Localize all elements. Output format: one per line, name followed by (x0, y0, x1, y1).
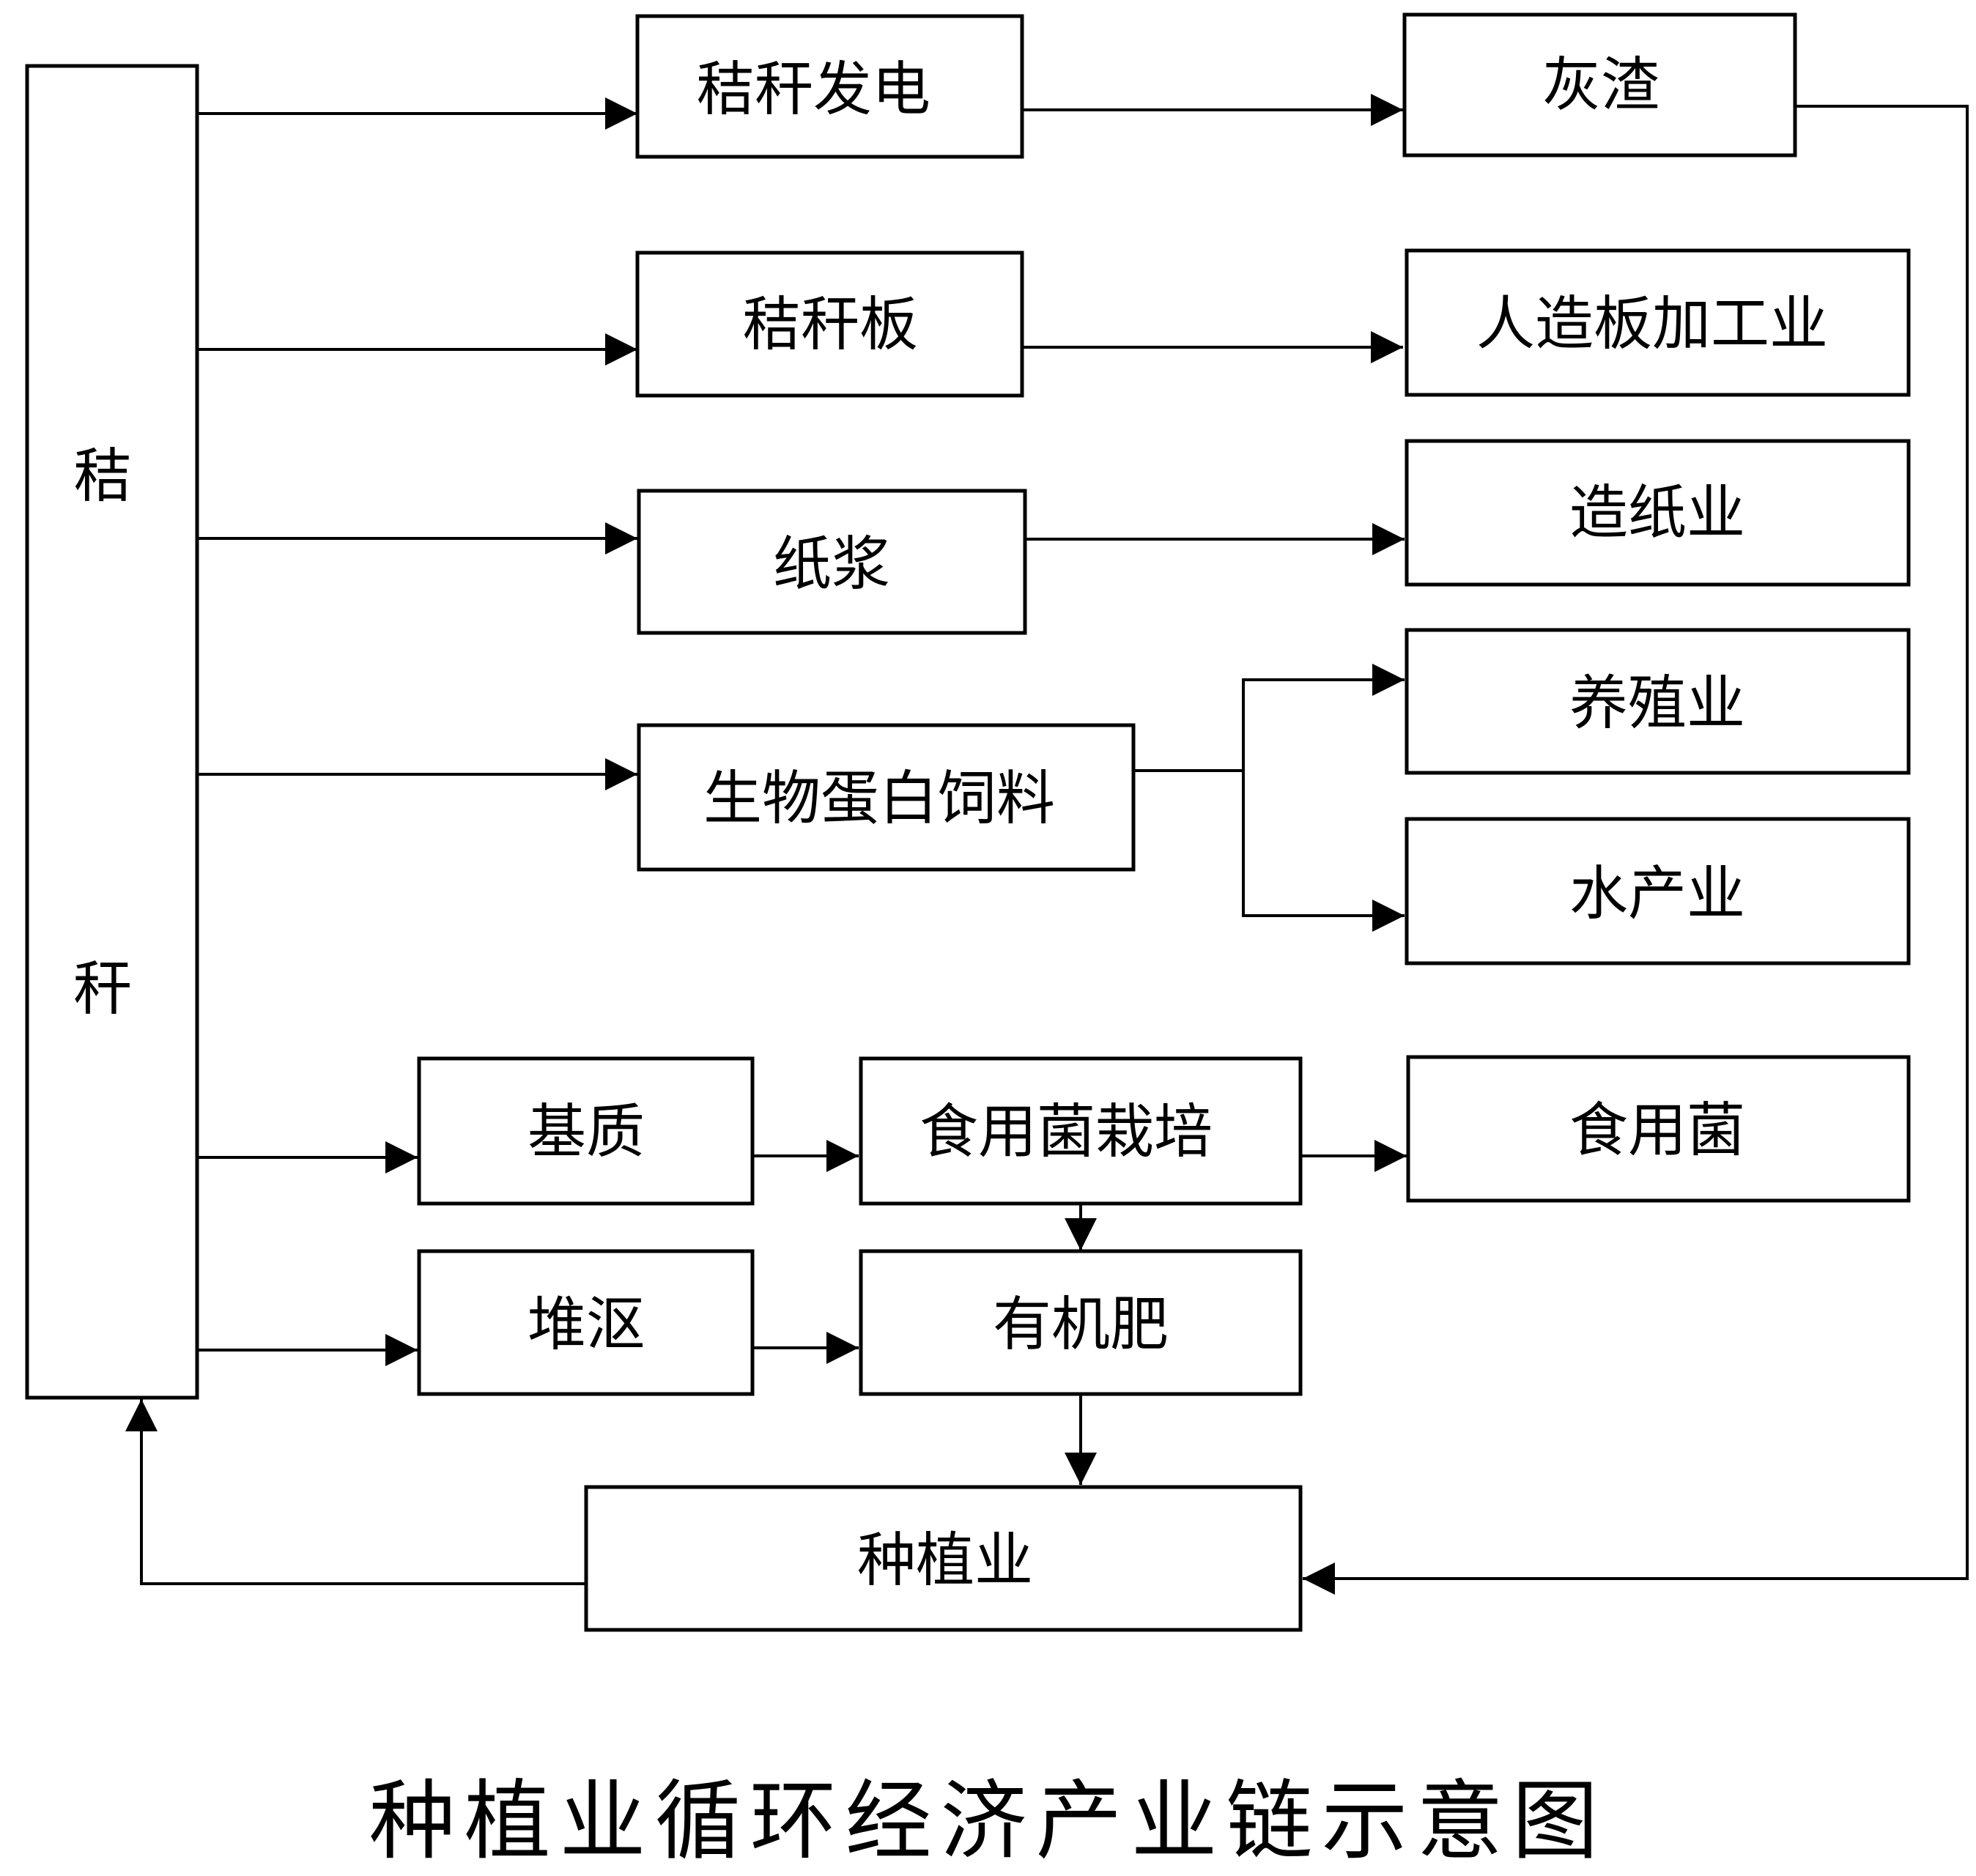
connectors (125, 94, 1969, 1595)
planting-label: 种植业 (857, 1527, 1033, 1595)
organic-fertilizer-label: 有机肥 (993, 1291, 1169, 1359)
straw-power-node: 秸秆发电 (635, 14, 1024, 159)
straw-label-char-1: 秸 (73, 442, 132, 511)
straw-board-label: 秸秆板 (742, 291, 918, 359)
compost-node: 堆沤 (417, 1249, 755, 1396)
board-industry-node: 人造板加工业 (1405, 248, 1911, 397)
aquaculture-label: 水产业 (1569, 860, 1745, 928)
planting-node: 种植业 (584, 1485, 1303, 1632)
compost-label: 堆沤 (528, 1291, 645, 1359)
pulp-node: 纸浆 (637, 489, 1027, 635)
arrow-planting-to-straw (125, 1399, 586, 1585)
organic-fertilizer-node: 有机肥 (859, 1249, 1303, 1396)
straw-board-node: 秸秆板 (635, 251, 1024, 398)
arrow-ash-to-planting (1303, 105, 1969, 1595)
pulp-label: 纸浆 (773, 530, 890, 598)
paper-industry-label: 造纸业 (1569, 479, 1745, 547)
mushroom-label: 食用菌 (1569, 1097, 1745, 1165)
ash-node: 灰渣 (1402, 12, 1797, 157)
bio-feed-node: 生物蛋白饲料 (637, 723, 1136, 872)
arrow-bio-feed-to-livestock (1242, 664, 1405, 771)
livestock-node: 养殖业 (1405, 628, 1911, 775)
aquaculture-node: 水产业 (1405, 817, 1911, 965)
substrate-label: 基质 (528, 1098, 645, 1166)
straw-label-char-2: 秆 (73, 955, 132, 1023)
board-industry-label: 人造板加工业 (1476, 290, 1828, 358)
mushroom-cultivation-label: 食用菌栽培 (919, 1098, 1213, 1166)
diagram-caption: 种植业循环经济产业链示意图 (369, 1771, 1607, 1872)
straw-power-label: 秸秆发电 (696, 56, 930, 124)
mushroom-node: 食用菌 (1406, 1055, 1911, 1203)
arrow-bio-feed-to-aquaculture (1242, 771, 1405, 932)
livestock-label: 养殖业 (1569, 670, 1745, 738)
straw-node: 秸 秆 (25, 64, 199, 1400)
paper-industry-node: 造纸业 (1405, 439, 1911, 587)
bio-feed-label: 生物蛋白饲料 (703, 765, 1055, 833)
substrate-node: 基质 (417, 1056, 755, 1206)
mushroom-cultivation-node: 食用菌栽培 (859, 1056, 1303, 1206)
ash-label: 灰渣 (1542, 51, 1659, 119)
